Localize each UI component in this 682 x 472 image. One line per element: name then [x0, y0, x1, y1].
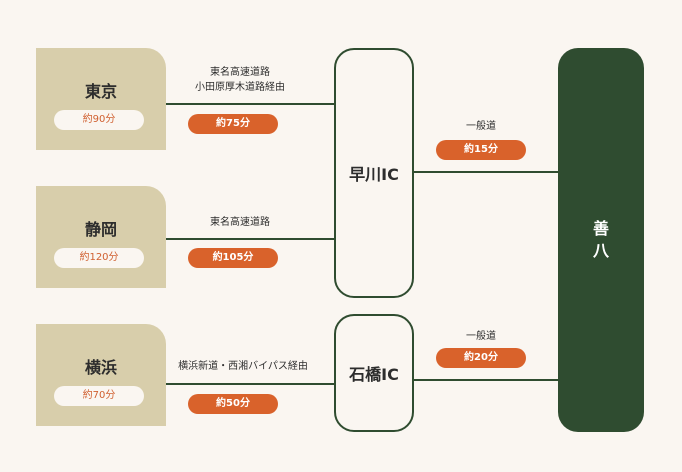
- origin-tokyo: 東京 約90分: [36, 48, 166, 150]
- origin-yokohama: 横浜 約70分: [36, 324, 166, 426]
- road-time-ishibashi: 約20分: [436, 348, 526, 368]
- connector-hayakawa-dest: [412, 171, 560, 173]
- route-line1: 横浜新道・西湘バイパス経由: [178, 361, 308, 372]
- interchange-name: 石橋IC: [349, 365, 399, 384]
- origin-shizuoka: 静岡 約120分: [36, 186, 166, 288]
- destination-name-line2: 八: [592, 241, 609, 260]
- origin-time-badge: 約70分: [54, 386, 144, 406]
- interchange-ishibashi: 石橋IC: [334, 314, 414, 432]
- route-line1: 東名高速道路: [210, 217, 270, 228]
- interchange-hayakawa: 早川IC: [334, 48, 414, 298]
- connector-yokohama: [166, 383, 336, 385]
- connector-tokyo: [166, 103, 336, 105]
- route-time-shizuoka: 約105分: [188, 248, 278, 268]
- road-label-hayakawa: 一般道: [466, 121, 496, 132]
- connector-ishibashi-dest: [412, 379, 560, 381]
- origin-name: 東京: [84, 82, 117, 101]
- route-line2: 小田原厚木道路経由: [195, 82, 285, 93]
- route-label-yokohama: 横浜新道・西湘バイパス経由: [165, 359, 321, 374]
- route-label-tokyo: 東名高速道路 小田原厚木道路経由: [170, 65, 310, 95]
- road-label-ishibashi: 一般道: [466, 331, 496, 342]
- route-line1: 東名高速道路: [210, 67, 270, 78]
- origin-name: 静岡: [84, 220, 117, 239]
- origin-time-badge: 約120分: [54, 248, 144, 268]
- destination-box: 善 八: [558, 48, 644, 432]
- origin-name: 横浜: [84, 358, 117, 377]
- interchange-name: 早川IC: [349, 165, 399, 184]
- connector-shizuoka: [166, 238, 336, 240]
- route-label-shizuoka: 東名高速道路: [170, 215, 310, 230]
- destination-name-line1: 善: [592, 219, 609, 238]
- origin-time-badge: 約90分: [54, 110, 144, 130]
- road-time-hayakawa: 約15分: [436, 140, 526, 160]
- route-time-tokyo: 約75分: [188, 114, 278, 134]
- route-time-yokohama: 約50分: [188, 394, 278, 414]
